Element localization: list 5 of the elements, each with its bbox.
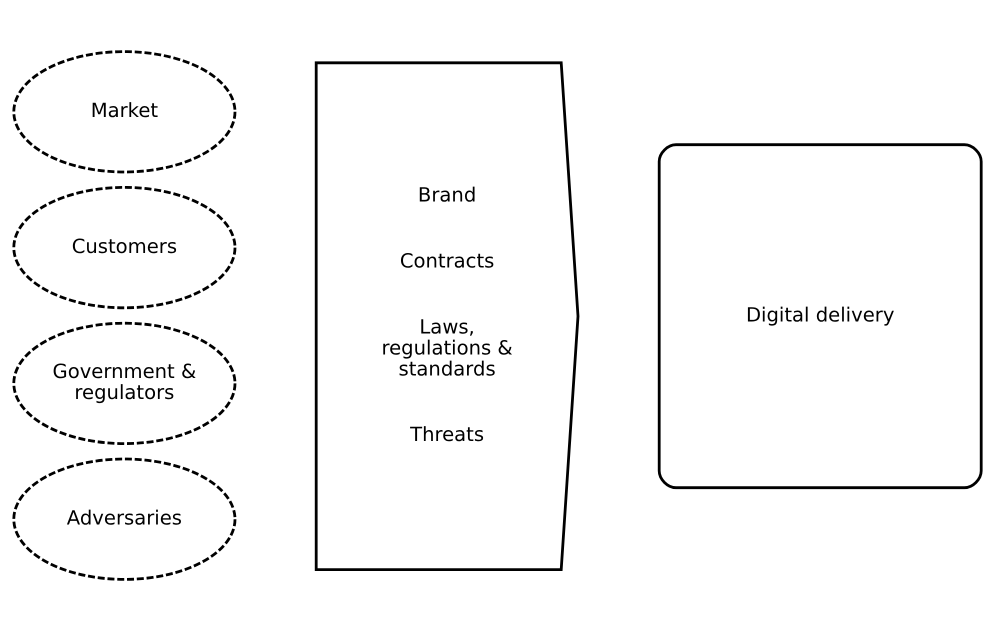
node-ellipse: Government & regulators [12,322,236,445]
node-box: Digital delivery [658,143,983,490]
node-ellipse: Market [12,50,236,174]
node-ellipse: Customers [12,186,236,310]
node-ellipse: Adversaries [12,458,236,581]
